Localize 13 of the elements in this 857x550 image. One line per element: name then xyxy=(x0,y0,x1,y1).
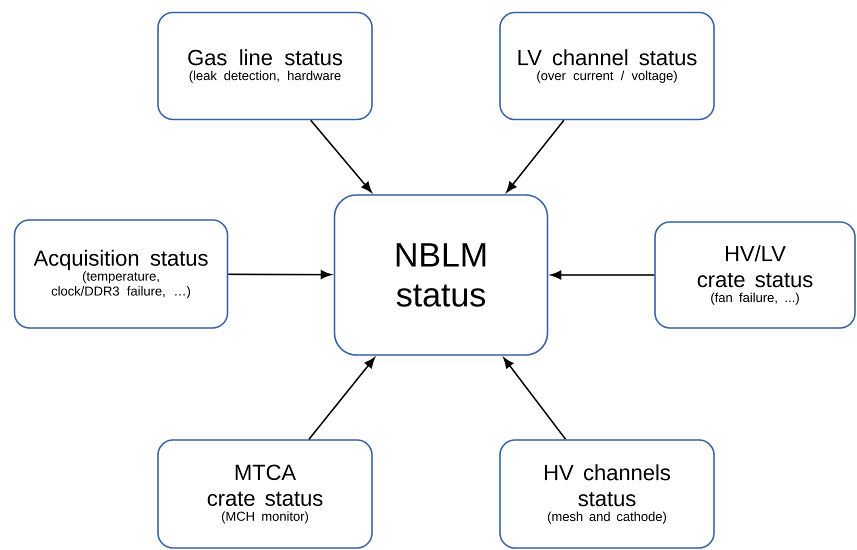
status-box: HV/LV crate status (fan failure, ...) xyxy=(654,221,856,329)
arrow xyxy=(308,358,375,440)
status-box: Gas line status (leak detection, hardware xyxy=(157,12,373,120)
arrow xyxy=(310,120,372,193)
status-box: LV channel status (over current / voltage) xyxy=(499,12,715,120)
arrow xyxy=(228,270,332,279)
status-box: NBLM status xyxy=(334,194,548,356)
arrow xyxy=(503,358,566,440)
status-box: MTCA crate status (MCH monitor) xyxy=(157,439,373,549)
arrow xyxy=(550,270,654,280)
status-box: Acquisition status (temperature, clock/DDR3 failure, …) xyxy=(14,219,228,329)
arrow xyxy=(506,120,564,192)
status-box: HV channels status (mesh and cathode) xyxy=(499,439,715,549)
